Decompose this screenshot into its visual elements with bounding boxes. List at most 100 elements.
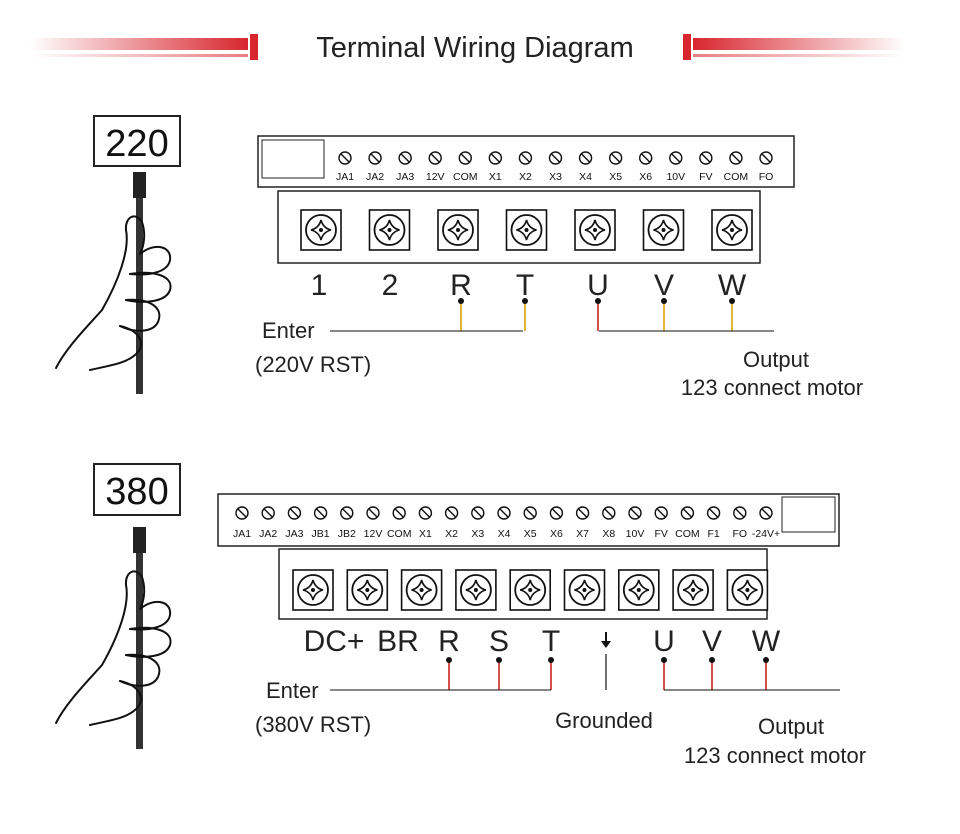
- screw-terminal-icon: [726, 569, 769, 611]
- power-terminal-label: 2: [382, 269, 399, 302]
- small-screw-icon: [392, 506, 406, 520]
- voltage-badge-220: [93, 115, 181, 167]
- control-terminal-label: JA2: [366, 171, 384, 183]
- power-terminal-label: W: [752, 625, 781, 658]
- small-screw-icon: [368, 151, 382, 165]
- input-sub-label: (220V RST): [255, 352, 371, 377]
- input-sub-label: (380V RST): [255, 712, 371, 737]
- control-terminal-label: COM: [724, 171, 749, 183]
- control-terminal-label: JA1: [233, 528, 251, 540]
- output-label: Output: [743, 347, 809, 372]
- control-terminal-label: X4: [498, 528, 511, 540]
- output-label: Output: [758, 714, 824, 739]
- small-screw-icon: [366, 506, 380, 520]
- screw-terminal-icon: [509, 569, 552, 611]
- control-terminal-label: X5: [524, 528, 537, 540]
- control-terminal-label: X2: [445, 528, 458, 540]
- control-terminal-label: X7: [576, 528, 589, 540]
- control-terminal-label: X4: [579, 171, 592, 183]
- terminal-wire: [709, 657, 715, 690]
- control-terminal-label: 10V: [626, 528, 645, 540]
- screw-terminal-icon: [300, 209, 342, 251]
- control-terminal-label: JA3: [396, 171, 414, 183]
- small-screw-icon: [523, 506, 537, 520]
- small-screw-icon: [518, 151, 533, 165]
- header-bracket-right: [683, 34, 691, 60]
- small-screw-icon: [578, 151, 593, 165]
- small-screw-icon: [628, 506, 642, 520]
- control-terminal-label: -24V+: [752, 528, 780, 540]
- power-terminal-label: S: [489, 625, 509, 658]
- control-terminal-label: FO: [733, 528, 748, 540]
- control-terminal-label: FO: [759, 171, 774, 183]
- screw-terminal-icon: [400, 569, 443, 611]
- small-screw-icon: [261, 506, 275, 520]
- small-screw-icon: [639, 151, 653, 165]
- control-terminal-label: COM: [453, 171, 478, 183]
- small-screw-icon: [471, 506, 485, 520]
- power-terminal-label: T: [542, 625, 560, 658]
- screw-terminal-icon: [574, 209, 616, 251]
- screw-terminal-icon: [672, 569, 714, 611]
- power-terminal-label: R: [450, 269, 472, 302]
- small-screw-icon: [338, 151, 352, 165]
- small-screw-icon: [488, 151, 503, 165]
- small-screw-icon: [235, 506, 249, 520]
- small-screw-icon: [458, 151, 472, 165]
- terminal-wire: [548, 657, 554, 690]
- control-terminal-label: JB2: [338, 528, 356, 540]
- header-bracket-left: [250, 34, 258, 60]
- small-screw-icon: [706, 506, 721, 520]
- header: Terminal Wiring Diagram: [30, 32, 905, 64]
- screw-terminal-icon: [563, 569, 606, 611]
- power-terminal-label: R: [438, 625, 460, 658]
- control-terminal-label: FV: [699, 171, 712, 183]
- ground-label: Grounded: [555, 708, 653, 733]
- small-screw-icon: [602, 506, 616, 520]
- terminal-wire: [729, 298, 735, 331]
- control-terminal-label: X1: [489, 171, 502, 183]
- power-terminal-label: 1: [311, 269, 328, 302]
- small-screw-icon: [759, 151, 773, 165]
- power-terminal-label: DC+: [304, 625, 365, 658]
- control-terminal-label: 10V: [666, 171, 685, 183]
- output-sub-label: 123 connect motor: [684, 743, 866, 768]
- hand-holding-cable-icon: [55, 527, 172, 749]
- small-screw-icon: [313, 506, 328, 520]
- header-bar-right-thin: [693, 54, 905, 57]
- small-screw-icon: [608, 151, 623, 165]
- header-bar-left-thin: [30, 54, 248, 57]
- control-block-blank: [781, 496, 836, 533]
- small-screw-icon: [428, 151, 442, 165]
- small-screw-icon: [497, 506, 511, 520]
- terminal-wire: [496, 657, 502, 690]
- screw-terminal-icon: [292, 569, 334, 611]
- screw-terminal-icon: [368, 209, 411, 251]
- control-terminal-label: X1: [419, 528, 432, 540]
- terminal-wire: [661, 298, 667, 331]
- control-terminal-label: X3: [471, 528, 484, 540]
- voltage-badge-text: 380: [105, 471, 168, 513]
- power-terminal-label: U: [587, 269, 609, 302]
- terminal-wire: [595, 298, 601, 331]
- power-terminal-label: T: [516, 269, 534, 302]
- small-screw-icon: [699, 151, 713, 165]
- input-label: Enter: [266, 678, 319, 703]
- small-screw-icon: [575, 506, 590, 520]
- page-title: Terminal Wiring Diagram: [316, 32, 633, 64]
- control-terminal-label: X8: [602, 528, 615, 540]
- control-terminal-label: JB1: [312, 528, 330, 540]
- power-terminal-label: V: [654, 269, 674, 302]
- screw-terminal-icon: [455, 569, 497, 611]
- small-screw-icon: [729, 151, 743, 165]
- terminal-wire: [446, 657, 452, 690]
- screw-terminal-icon: [346, 569, 389, 611]
- header-bar-left: [30, 38, 248, 50]
- voltage-badge-380: [93, 463, 181, 516]
- voltage-badge-text: 220: [105, 123, 168, 165]
- screw-terminal-icon: [617, 569, 660, 611]
- terminal-wire: [763, 657, 769, 690]
